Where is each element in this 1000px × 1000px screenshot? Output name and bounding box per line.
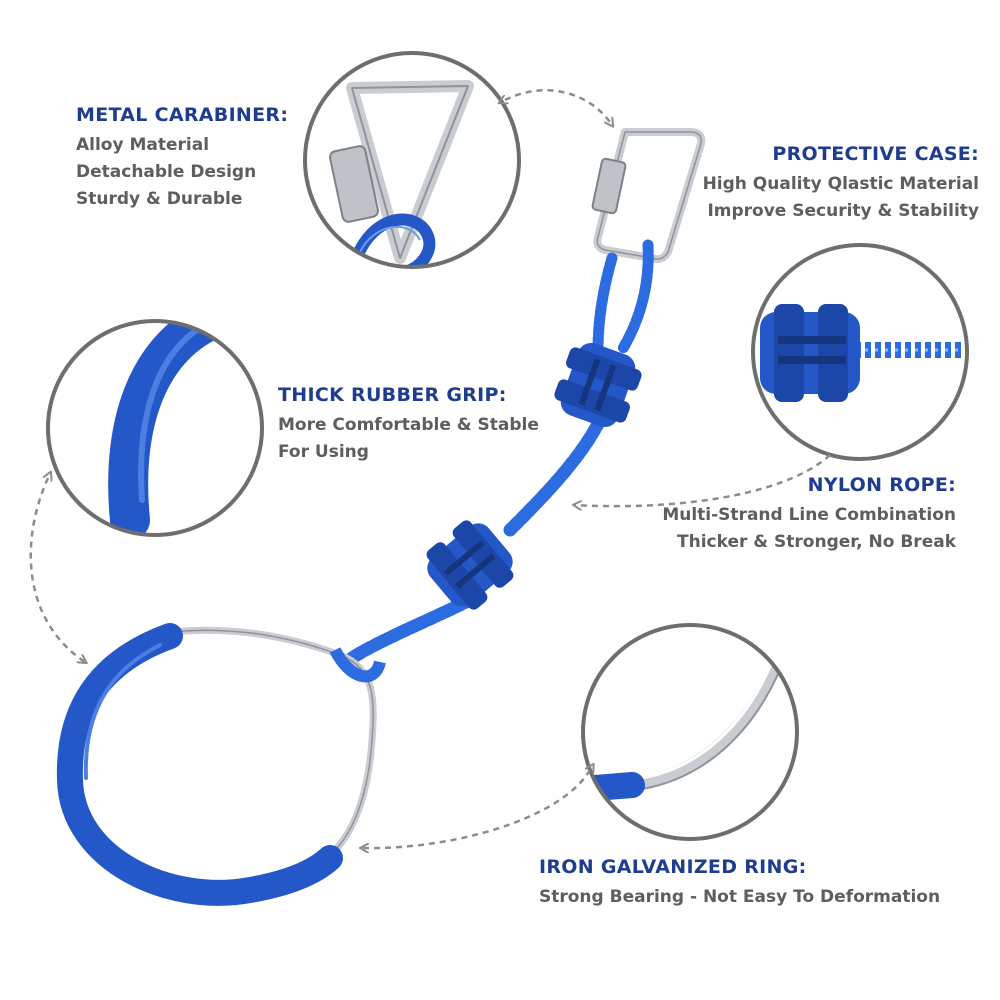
feature-line: High Quality Qlastic Material [702, 174, 979, 194]
feature-nylon-rope: NYLON ROPE: Multi-Strand Line Combinatio… [662, 474, 956, 556]
feature-line: Detachable Design [76, 162, 257, 182]
galvanized-ring-detail-icon [581, 623, 799, 841]
feature-title: NYLON ROPE: [807, 474, 956, 496]
feature-line: More Comfortable & Stable [278, 415, 539, 435]
feature-thick-rubber-grip: THICK RUBBER GRIP: More Comfortable & St… [278, 384, 539, 466]
feature-iron-galvanized-ring: IRON GALVANIZED RING: Strong Bearing - N… [539, 856, 940, 911]
feature-title: PROTECTIVE CASE: [772, 143, 979, 165]
connector-arrows [29, 89, 831, 848]
carabiner-detail-icon [303, 51, 521, 269]
protective-case-detail-icon [751, 243, 969, 461]
feature-line: Strong Bearing - Not Easy To Deformation [539, 887, 941, 907]
feature-line: For Using [278, 442, 369, 462]
feature-line: Multi-Strand Line Combination [662, 505, 956, 525]
feature-line: Sturdy & Durable [76, 189, 243, 209]
rubber-grip-detail-icon [46, 319, 264, 537]
feature-title: THICK RUBBER GRIP: [278, 384, 507, 406]
feature-metal-carabiner: METAL CARABINER: Alloy Material Detachab… [76, 104, 288, 213]
feature-line: Improve Security & Stability [707, 201, 979, 221]
feature-line: Alloy Material [76, 135, 210, 155]
gymnastic-ring-product-icon [56, 128, 706, 906]
feature-title: METAL CARABINER: [76, 104, 289, 126]
feature-title: IRON GALVANIZED RING: [539, 856, 807, 878]
feature-line: Thicker & Stronger, No Break [677, 532, 956, 552]
feature-protective-case: PROTECTIVE CASE: High Quality Qlastic Ma… [703, 143, 979, 225]
